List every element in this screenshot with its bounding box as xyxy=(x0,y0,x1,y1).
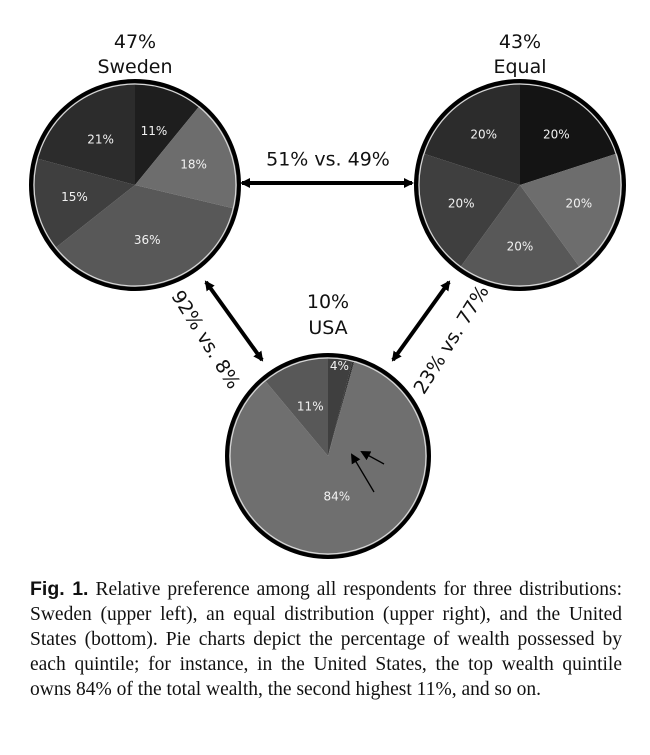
equal-slice-2 xyxy=(459,185,581,288)
arrow-sweden-usa xyxy=(204,280,264,362)
figure-caption: Fig. 1. Relative preference among all re… xyxy=(30,577,622,702)
equal-slice-label-3: 20% xyxy=(448,197,475,211)
pie-sweden: 11% 18% 36% 15% 21% xyxy=(29,79,241,291)
usa-slice-3 xyxy=(228,359,429,556)
usa-title: USA xyxy=(308,317,347,339)
equal-slice-0 xyxy=(520,82,618,185)
usa-inner-ring xyxy=(229,357,427,555)
equal-slice-label-4: 20% xyxy=(470,128,497,142)
usa-slice-label-3: 84% xyxy=(324,490,351,504)
usa-slice-4 xyxy=(263,356,328,456)
usa-slice-2 xyxy=(328,359,355,456)
sweden-slice-3 xyxy=(32,158,135,249)
pointer-0.1 xyxy=(350,453,375,493)
sweden-title: Sweden xyxy=(97,56,172,78)
equal-slice-1 xyxy=(520,153,623,269)
usa-slice-0 xyxy=(328,356,354,456)
sweden-share: 47% xyxy=(114,31,156,53)
preference-figure: 11%18%36%15%21% 20%20%20%20%20% 4%0.2%0.… xyxy=(29,31,626,559)
equal-slice-4 xyxy=(422,82,520,185)
equal-inner-ring xyxy=(418,83,622,287)
sweden-slice-label-4: 21% xyxy=(87,133,114,147)
equal-slice-3 xyxy=(417,153,520,269)
sweden-slice-4 xyxy=(35,82,136,185)
sweden-slice-2 xyxy=(54,185,236,288)
usa-share: 10% xyxy=(307,291,349,313)
equal-slice-label-0: 20% xyxy=(543,128,570,142)
usa-outline xyxy=(225,353,431,559)
sweden-slice-1 xyxy=(135,105,238,209)
compare-sweden-equal: 51% vs. 49% xyxy=(266,149,390,171)
sweden-slice-label-1: 18% xyxy=(180,158,207,172)
pie-usa: 4%0.2%0.1%84%11% xyxy=(225,353,431,559)
sweden-slice-label-0: 11% xyxy=(141,124,168,138)
equal-slice-label-2: 20% xyxy=(507,239,534,253)
compare-usa-equal: 23% vs. 77% xyxy=(409,281,493,398)
sweden-outline xyxy=(29,79,241,291)
sweden-slice-label-2: 36% xyxy=(134,233,161,247)
caption-text: Relative preference among all respondent… xyxy=(30,579,622,700)
equal-slice-label-1: 20% xyxy=(565,197,592,211)
sweden-slice-0 xyxy=(135,82,201,185)
equal-share: 43% xyxy=(499,31,541,53)
sweden-slice-label-3: 15% xyxy=(61,190,88,204)
usa-slice-label-0: 4% xyxy=(330,359,349,373)
pie-equal: 20% 20% 20% 20% 20% xyxy=(414,79,626,291)
equal-outline xyxy=(414,79,626,291)
arrow-usa-equal xyxy=(391,280,451,362)
caption-label: Fig. 1. xyxy=(30,578,89,600)
equal-title: Equal xyxy=(493,56,546,78)
sweden-inner-ring xyxy=(33,83,237,287)
usa-slice-label-4: 11% xyxy=(297,400,324,414)
compare-sweden-usa: 92% vs. 8% xyxy=(167,287,245,393)
pointer-0.2 xyxy=(360,451,385,465)
usa-slice-1 xyxy=(328,359,355,456)
